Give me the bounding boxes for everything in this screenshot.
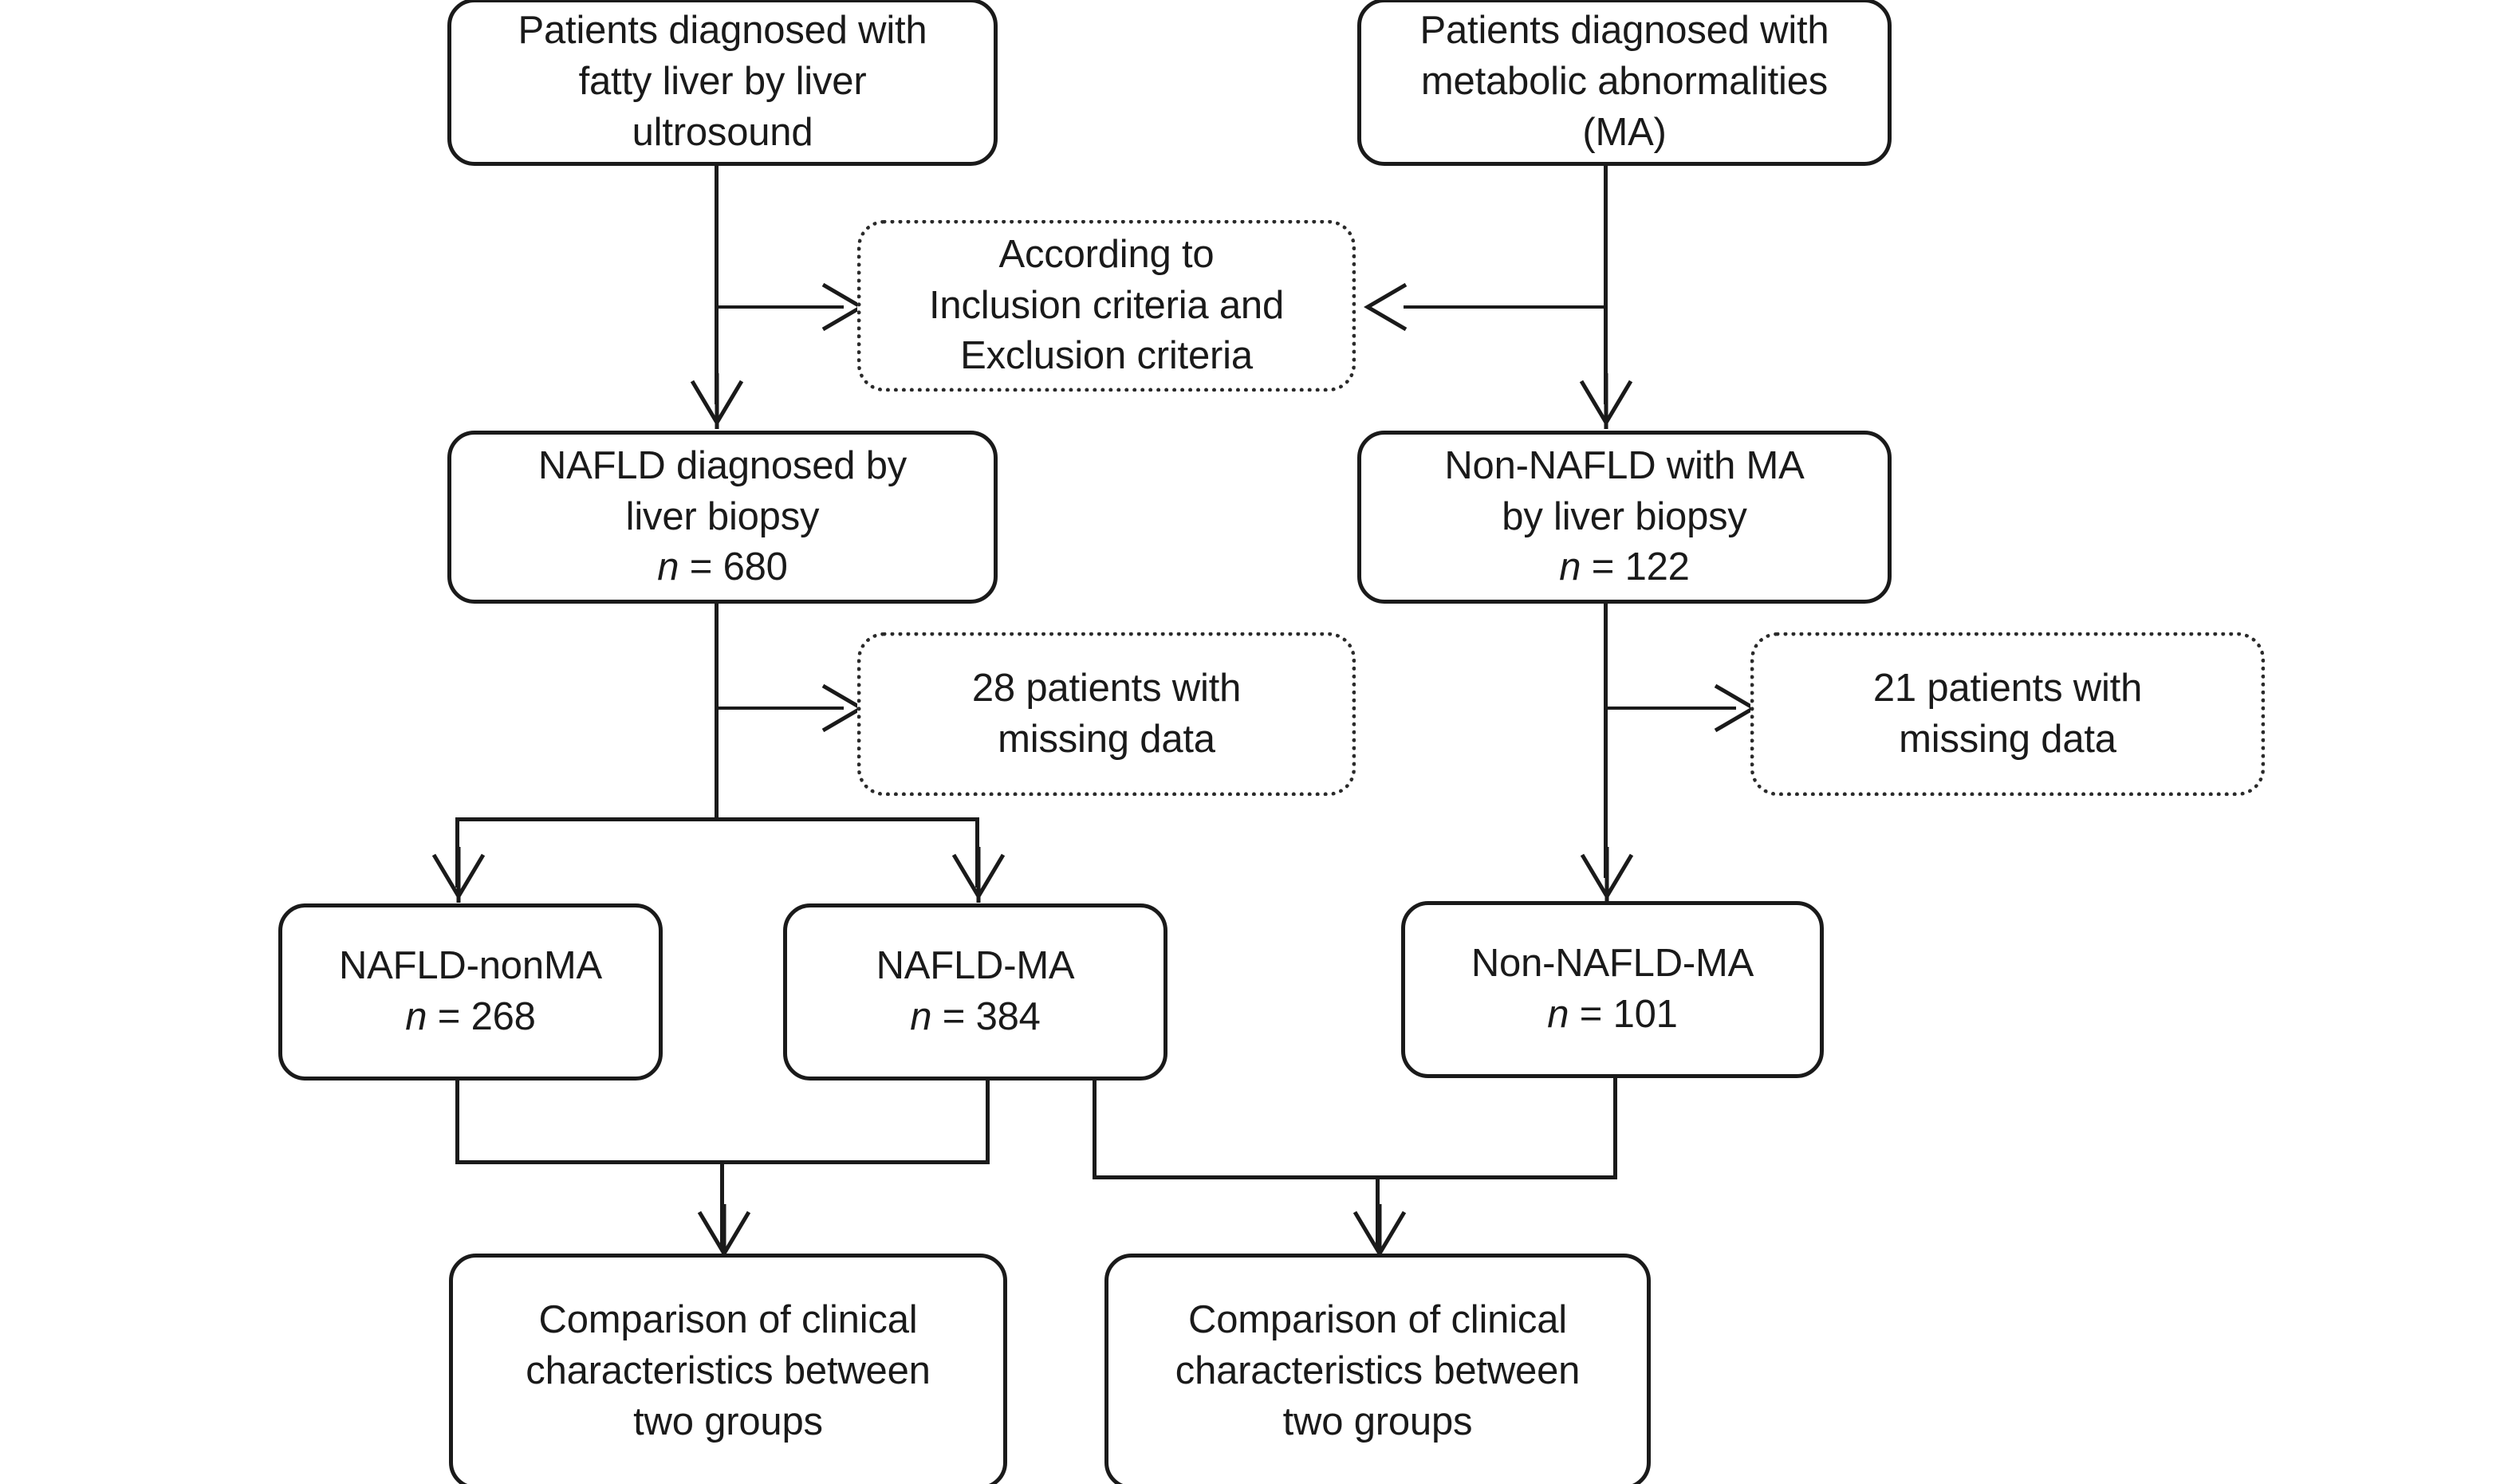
connector-right-biopsy-to-nonnafldma xyxy=(1604,604,1608,878)
node-non-nafld-biopsy[interactable]: Non-NAFLD with MA by liver biopsy n = 12… xyxy=(1357,431,1892,604)
node-nafld-nonma-n-value: = 268 xyxy=(437,995,536,1038)
node-comparison-right-line-3: two groups xyxy=(1282,1399,1473,1443)
connector-left-to-missing xyxy=(716,707,844,710)
node-nafld-nonma-count: n = 268 xyxy=(405,992,536,1043)
arrowhead-left-source-to-biopsy xyxy=(690,373,744,429)
node-nafld-ma-n-value: = 384 xyxy=(942,995,1041,1038)
node-comparison-right-line-1: Comparison of clinical xyxy=(1188,1298,1567,1342)
node-nafld-biopsy[interactable]: NAFLD diagnosed by liver biopsy n = 680 xyxy=(447,431,998,604)
node-criteria-line-3: Exclusion criteria xyxy=(960,334,1253,378)
node-nafld-nonma[interactable]: NAFLD-nonMA n = 268 xyxy=(278,903,663,1081)
connector-left-source-to-biopsy xyxy=(715,165,719,404)
connector-right-to-missing xyxy=(1605,707,1736,710)
node-comparison-left[interactable]: Comparison of clinical characteristics b… xyxy=(449,1254,1007,1484)
connector-nonnafldma-down xyxy=(1613,1078,1617,1178)
connector-nonma-down xyxy=(455,1081,459,1164)
node-nafld-ma-count: n = 384 xyxy=(910,992,1041,1043)
node-nafld-ma-label: NAFLD-MA xyxy=(876,944,1075,988)
arrowhead-right-biopsy-to-nonnafldma xyxy=(1580,847,1634,903)
node-non-nafld-biopsy-line-2: by liver biopsy xyxy=(1502,494,1747,538)
node-source-nafld-line-2: fatty liver by liver xyxy=(578,60,867,104)
node-nafld-biopsy-count: n = 680 xyxy=(657,542,788,593)
node-nafld-ma[interactable]: NAFLD-MA n = 384 xyxy=(783,903,1167,1081)
node-criteria-line-1: According to xyxy=(998,232,1215,276)
arrowhead-right-to-criteria xyxy=(1364,282,1408,332)
arrowhead-right-source-to-biopsy xyxy=(1579,373,1633,429)
node-comparison-right-line-2: characteristics between xyxy=(1175,1349,1581,1393)
node-source-ma-line-1: Patients diagnosed with xyxy=(1419,9,1829,53)
connector-left-to-criteria xyxy=(716,305,844,309)
connector-left-split-bus xyxy=(455,817,978,821)
node-missing-left[interactable]: 28 patients with missing data xyxy=(857,632,1356,796)
node-non-nafld-ma-n-value: = 101 xyxy=(1579,993,1678,1036)
connector-left-biopsy-down xyxy=(715,604,719,821)
node-non-nafld-ma-count: n = 101 xyxy=(1547,990,1678,1041)
node-non-nafld-ma[interactable]: Non-NAFLD-MA n = 101 xyxy=(1401,901,1824,1078)
node-missing-right-line-1: 21 patients with xyxy=(1872,666,2143,710)
node-source-ma-line-2: metabolic abnormalities xyxy=(1420,60,1829,104)
node-nafld-ma-n-symbol: n xyxy=(910,995,932,1038)
node-non-nafld-ma-n-symbol: n xyxy=(1547,993,1569,1036)
node-nafld-nonma-n-symbol: n xyxy=(405,995,427,1038)
connector-ma-down-left xyxy=(986,1081,990,1164)
node-nafld-biopsy-n-symbol: n xyxy=(657,545,679,589)
connector-right-to-criteria xyxy=(1404,305,1605,309)
connector-right-source-to-biopsy xyxy=(1604,165,1608,404)
node-non-nafld-biopsy-count: n = 122 xyxy=(1559,542,1690,593)
node-missing-left-line-1: 28 patients with xyxy=(971,666,1242,710)
node-non-nafld-biopsy-n-value: = 122 xyxy=(1591,545,1690,589)
node-missing-right[interactable]: 21 patients with missing data xyxy=(1750,632,2265,796)
arrowhead-split-to-nonma xyxy=(431,847,486,903)
node-comparison-right[interactable]: Comparison of clinical characteristics b… xyxy=(1104,1254,1651,1484)
node-missing-right-line-2: missing data xyxy=(1899,717,2116,761)
connector-ma-down-right xyxy=(1093,1081,1097,1178)
connector-left-merge-down xyxy=(720,1160,724,1246)
node-source-ma-line-3: (MA) xyxy=(1582,110,1667,154)
node-source-nafld[interactable]: Patients diagnosed with fatty liver by l… xyxy=(447,0,998,166)
node-nafld-biopsy-line-1: NAFLD diagnosed by xyxy=(537,443,908,487)
node-source-nafld-line-3: ultrosound xyxy=(632,110,813,154)
connector-right-merge-bus xyxy=(1093,1175,1617,1179)
node-nafld-biopsy-line-2: liver biopsy xyxy=(625,494,820,538)
node-non-nafld-biopsy-n-symbol: n xyxy=(1559,545,1581,589)
node-comparison-left-line-3: two groups xyxy=(633,1399,823,1443)
node-criteria-line-2: Inclusion criteria and xyxy=(929,283,1284,327)
node-comparison-left-line-2: characteristics between xyxy=(526,1349,931,1393)
node-nafld-nonma-label: NAFLD-nonMA xyxy=(338,944,602,988)
node-missing-left-line-2: missing data xyxy=(998,717,1215,761)
arrowhead-split-to-ma xyxy=(951,847,1006,903)
node-nafld-biopsy-n-value: = 680 xyxy=(689,545,788,589)
node-source-nafld-line-1: Patients diagnosed with xyxy=(518,9,927,53)
node-criteria[interactable]: According to Inclusion criteria and Excl… xyxy=(857,220,1356,392)
node-comparison-left-line-1: Comparison of clinical xyxy=(538,1298,918,1342)
node-non-nafld-ma-label: Non-NAFLD-MA xyxy=(1471,942,1754,986)
node-source-ma[interactable]: Patients diagnosed with metabolic abnorm… xyxy=(1357,0,1892,166)
node-non-nafld-biopsy-line-1: Non-NAFLD with MA xyxy=(1444,443,1805,487)
